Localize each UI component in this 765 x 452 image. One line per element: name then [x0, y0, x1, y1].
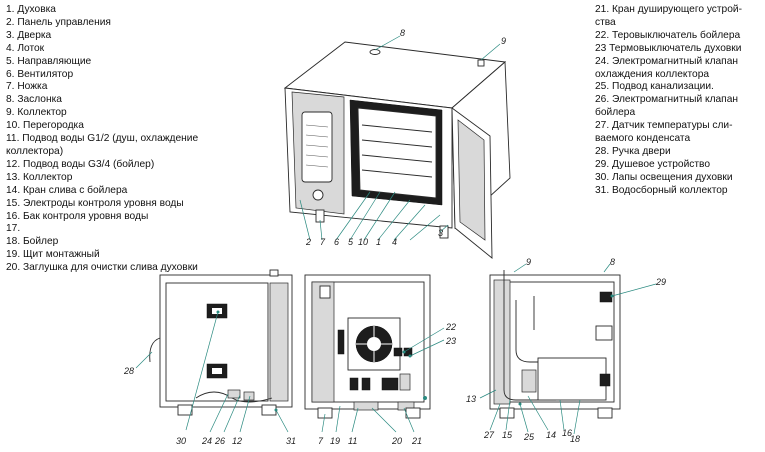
legend-item: 5. Направляющие	[6, 55, 92, 67]
legend-item: 18. Бойлер	[6, 236, 59, 248]
legend-item: 23 Термовыключатель духовки	[595, 42, 742, 54]
legend-item: 8. Заслонка	[6, 94, 62, 106]
iso-callout: 6	[334, 237, 339, 247]
legend-item: 13. Коллектор	[6, 171, 73, 183]
legend-item: 17.	[6, 223, 21, 235]
legend-item: 21. Кран душирующего устрой-	[595, 4, 742, 15]
right-callout: 13	[466, 394, 476, 404]
legend-item: 2. Панель управления	[6, 16, 111, 28]
legend-item: 16. Бак контроля уровня воды	[6, 210, 149, 222]
legend-item: 9. Коллектор	[6, 107, 67, 119]
legend-item: 28. Ручка двери	[595, 145, 671, 157]
isometric-oven-view: 8 9 2 7 6 5 10 1 4 3	[283, 28, 511, 259]
legend-item: 12. Подвод воды G3/4 (бойлер)	[6, 158, 155, 170]
legend-item: 1. Духовка	[6, 4, 56, 15]
legend-item: 19. Щит монтажный	[6, 249, 100, 261]
iso-callout: 5	[348, 237, 354, 247]
right-callout: 8	[610, 257, 615, 267]
legend-item: 30. Лапы освещения духовки	[595, 171, 733, 183]
right-callout: 9	[526, 257, 531, 267]
left-side-view: 28 30 24 26 12 31	[123, 269, 296, 446]
right-callout: 14	[546, 430, 556, 440]
legend-item: 25. Подвод канализации.	[595, 81, 714, 93]
back-view: 22 23 7 19 11 20 21	[304, 274, 456, 446]
legend-item: 31. Водосборный коллектор	[595, 184, 728, 196]
left-callout: 24	[201, 436, 212, 446]
legend-item: бойлера	[595, 107, 636, 119]
legend-item: 20. Заглушка для очистки слива духовки	[6, 262, 198, 274]
mid-callout: 7	[318, 436, 324, 446]
right-callout: 18	[570, 434, 580, 444]
mid-callout: 19	[330, 436, 340, 446]
legend-item: 26. Электромагнитный клапан	[595, 94, 738, 106]
legend-item: 11. Подвод воды G1/2 (душ, охлаждение	[6, 133, 199, 145]
legend-item: 24. Электромагнитный клапан	[595, 55, 738, 67]
mid-callout: 11	[348, 436, 357, 446]
legend-item: 22. Теровыключатель бойлера	[595, 29, 741, 41]
legend-item: 10. Перегородка	[6, 120, 84, 132]
legend-item: 27. Датчик температуры сли-	[595, 120, 733, 132]
left-callout: 28	[123, 366, 134, 376]
iso-callout: 4	[392, 237, 397, 247]
right-callout: 16	[562, 428, 572, 438]
legend-item: 7. Ножка	[6, 81, 48, 93]
left-callout: 26	[214, 436, 225, 446]
iso-callout: 7	[320, 237, 326, 247]
iso-callout: 2	[305, 237, 311, 247]
right-callout: 25	[523, 432, 535, 442]
mid-callout: 23	[445, 336, 456, 346]
legend-item: охлаждения коллектора	[595, 68, 710, 80]
mid-callout: 21	[411, 436, 422, 446]
legend-item: 29. Душевое устройство	[595, 158, 710, 170]
right-callout: 27	[483, 430, 495, 440]
legend-item: 4. Лоток	[6, 42, 45, 54]
right-callout: 29	[655, 277, 666, 287]
right-callout: 15	[502, 430, 513, 440]
legend-item: ства	[595, 16, 616, 28]
iso-callout: 1	[376, 237, 381, 247]
legend-item: 6. Вентилятор	[6, 68, 74, 80]
iso-callout: 9	[501, 36, 506, 46]
legend-item: 15. Электроды контроля уровня воды	[6, 197, 184, 209]
iso-callout: 8	[400, 28, 405, 38]
mid-callout: 22	[445, 322, 456, 332]
left-callout: 12	[232, 436, 242, 446]
iso-callout: 10	[358, 237, 368, 247]
left-callout: 31	[286, 436, 296, 446]
legend-item: 14. Кран слива с бойлера	[6, 184, 128, 196]
mid-callout: 20	[391, 436, 402, 446]
legend-item: ваемого конденсата	[595, 133, 691, 145]
iso-callout: 3	[438, 228, 443, 238]
right-side-view: 9 8 29 13 27 15 25 14 16 18	[466, 257, 666, 444]
left-callout: 30	[176, 436, 186, 446]
legend-item: коллектора)	[6, 145, 64, 157]
legend-item: 3. Дверка	[6, 29, 52, 41]
